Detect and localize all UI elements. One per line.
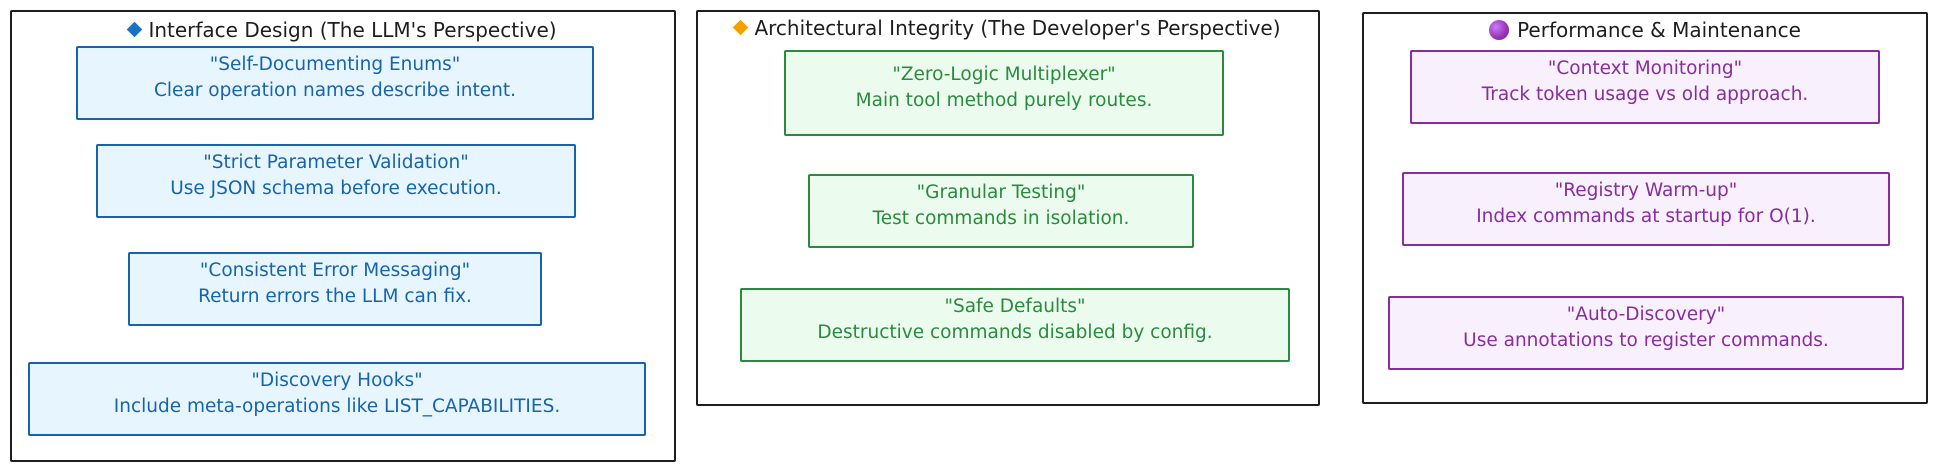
- card-title: "Granular Testing": [916, 182, 1086, 203]
- card-title: "Auto-Discovery": [1566, 304, 1726, 325]
- panel-interface-design: Interface Design (The LLM's Perspective)…: [10, 10, 676, 462]
- card-title: "Context Monitoring": [1547, 58, 1743, 79]
- card-zero-logic-multiplexer: "Zero-Logic Multiplexer" Main tool metho…: [784, 50, 1224, 136]
- card-description: Index commands at startup for O(1).: [1476, 206, 1816, 227]
- card-title: "Safe Defaults": [944, 296, 1086, 317]
- panel-title-text: Interface Design (The LLM's Perspective): [148, 18, 557, 42]
- card-registry-warm-up: "Registry Warm-up" Index commands at sta…: [1402, 172, 1890, 246]
- card-granular-testing: "Granular Testing" Test commands in isol…: [808, 174, 1194, 248]
- purple-circle-icon: [1489, 19, 1510, 40]
- card-self-documenting-enums: "Self-Documenting Enums" Clear operation…: [76, 46, 594, 120]
- panel-title-interface-design: Interface Design (The LLM's Perspective): [12, 18, 674, 42]
- card-title: "Strict Parameter Validation": [203, 152, 469, 173]
- card-strict-parameter-validation: "Strict Parameter Validation" Use JSON s…: [96, 144, 576, 218]
- card-description: Clear operation names describe intent.: [154, 80, 516, 101]
- panel-architectural-integrity: Architectural Integrity (The Developer's…: [696, 10, 1320, 406]
- orange-diamond-icon: [733, 19, 749, 36]
- card-title: "Registry Warm-up": [1554, 180, 1738, 201]
- panel-title-performance-maintenance: Performance & Maintenance: [1364, 18, 1926, 42]
- panel-title-architectural-integrity: Architectural Integrity (The Developer's…: [698, 16, 1318, 40]
- card-title: "Discovery Hooks": [251, 370, 423, 391]
- panel-performance-maintenance: Performance & Maintenance "Context Monit…: [1362, 12, 1928, 404]
- card-description: Track token usage vs old approach.: [1481, 84, 1809, 105]
- blue-diamond-icon: [127, 21, 143, 38]
- card-context-monitoring: "Context Monitoring" Track token usage v…: [1410, 50, 1880, 124]
- card-title: "Self-Documenting Enums": [209, 54, 461, 75]
- card-description: Use JSON schema before execution.: [170, 178, 502, 199]
- panel-title-text: Performance & Maintenance: [1517, 18, 1801, 42]
- card-consistent-error-messaging: "Consistent Error Messaging" Return erro…: [128, 252, 542, 326]
- card-title: "Consistent Error Messaging": [199, 260, 471, 281]
- card-safe-defaults: "Safe Defaults" Destructive commands dis…: [740, 288, 1290, 362]
- card-description: Main tool method purely routes.: [855, 90, 1153, 111]
- card-description: Return errors the LLM can fix.: [198, 286, 472, 307]
- card-description: Test commands in isolation.: [872, 208, 1130, 229]
- panel-title-text: Architectural Integrity (The Developer's…: [754, 16, 1281, 40]
- card-auto-discovery: "Auto-Discovery" Use annotations to regi…: [1388, 296, 1904, 370]
- card-title: "Zero-Logic Multiplexer": [892, 64, 1116, 85]
- card-description: Destructive commands disabled by config.: [817, 322, 1213, 343]
- card-discovery-hooks: "Discovery Hooks" Include meta-operation…: [28, 362, 646, 436]
- card-description: Include meta-operations like LIST_CAPABI…: [113, 396, 561, 417]
- card-description: Use annotations to register commands.: [1463, 330, 1829, 351]
